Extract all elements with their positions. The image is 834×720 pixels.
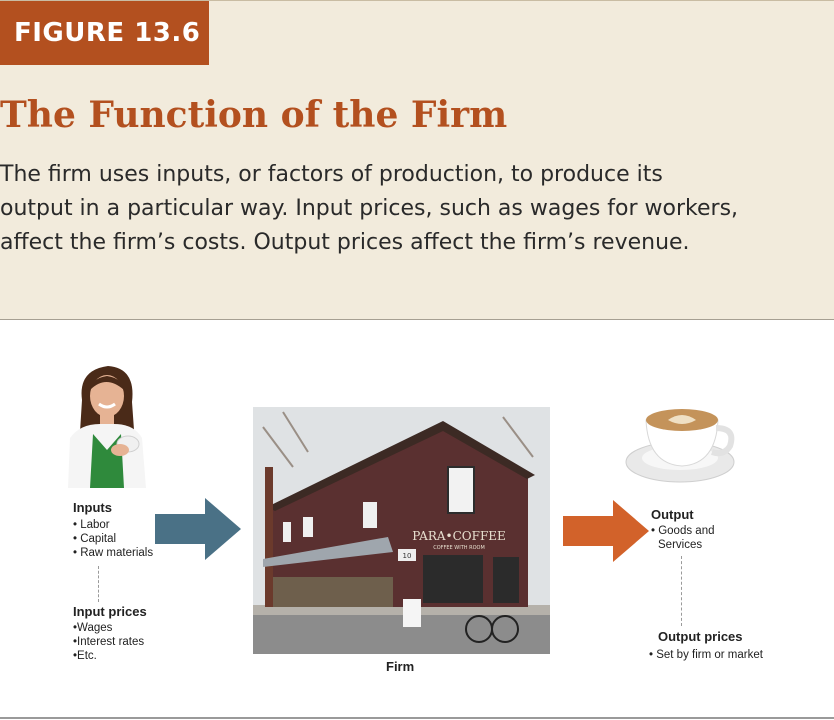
figure-label: FIGURE 13.6 bbox=[0, 1, 209, 65]
input-arrow-icon bbox=[155, 498, 241, 560]
output-block: Output • Goods and Services bbox=[651, 507, 715, 552]
firm-sign-subtitle: COFFEE WITH ROOM bbox=[433, 545, 485, 551]
inputs-heading: Inputs bbox=[73, 500, 112, 515]
output-heading: Output bbox=[651, 507, 694, 522]
input-prices-item: •Etc. bbox=[73, 650, 97, 662]
worker-photo bbox=[68, 366, 146, 488]
firm-label: Firm bbox=[386, 659, 415, 674]
firm-sign-name: PARA•COFFEE bbox=[412, 529, 506, 543]
coffee-cup-photo bbox=[625, 409, 735, 483]
output-prices-item: • Set by firm or market bbox=[649, 649, 763, 661]
caption-line: affect the firm’s costs. Output prices a… bbox=[0, 230, 690, 255]
caption-line: output in a particular way. Input prices… bbox=[0, 196, 739, 221]
inputs-connector bbox=[98, 566, 99, 602]
output-prices-heading: Output prices bbox=[658, 629, 743, 644]
output-prices-block: Output prices • Set by firm or market bbox=[649, 629, 763, 662]
inputs-block: Inputs • Labor • Capital • Raw materials bbox=[73, 500, 153, 560]
firm-building-photo: PARA•COFFEE COFFEE WITH ROOM 10 bbox=[253, 407, 550, 654]
figure-caption: The firm uses inputs, or factors of prod… bbox=[0, 158, 834, 260]
caption-line: The firm uses inputs, or factors of prod… bbox=[0, 162, 663, 187]
inputs-item: • Capital bbox=[73, 533, 117, 545]
firm-street-number: 10 bbox=[403, 552, 412, 560]
inputs-item: • Labor bbox=[73, 519, 110, 531]
input-prices-item: •Wages bbox=[73, 622, 113, 634]
figure-header-panel: FIGURE 13.6 The Function of the Firm The… bbox=[0, 0, 834, 320]
output-item: Services bbox=[658, 539, 703, 551]
output-item: • Goods and bbox=[651, 525, 715, 537]
input-prices-heading: Input prices bbox=[73, 604, 147, 619]
inputs-item: • Raw materials bbox=[73, 547, 154, 559]
input-prices-block: Input prices •Wages •Interest rates •Etc… bbox=[73, 604, 147, 663]
input-prices-item: •Interest rates bbox=[73, 636, 145, 648]
output-connector bbox=[681, 556, 682, 626]
bottom-rule bbox=[0, 717, 834, 719]
figure-title: The Function of the Firm bbox=[0, 94, 508, 136]
output-arrow-icon bbox=[563, 500, 649, 562]
